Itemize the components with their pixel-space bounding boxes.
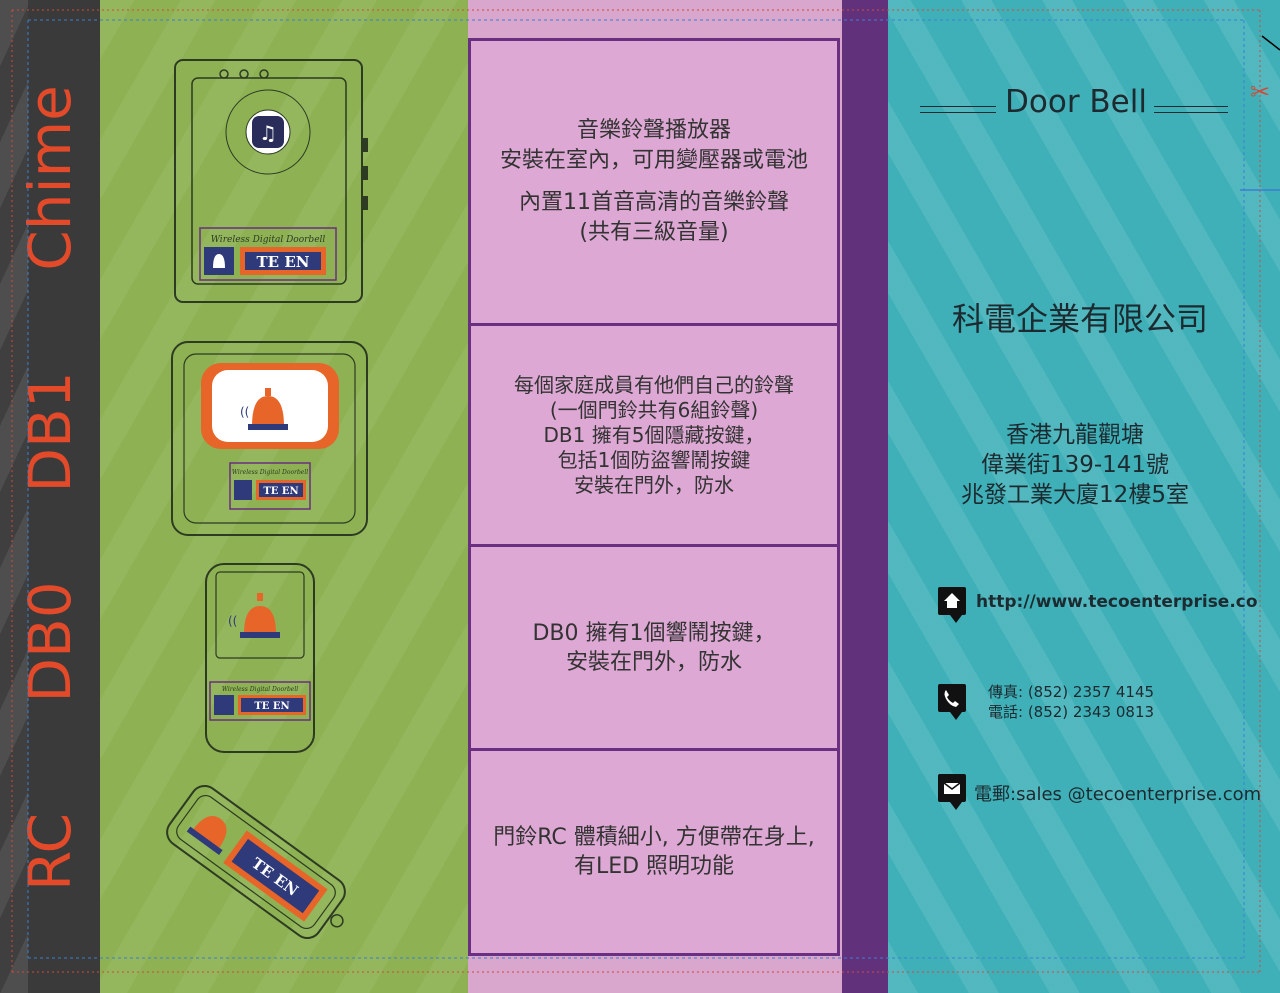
mail-icon [938, 774, 966, 810]
label-chime: Chime [16, 85, 84, 271]
address-line2: 偉業街139-141號 [980, 452, 1170, 478]
title-rule-right [1154, 106, 1228, 113]
title-rule-left [920, 106, 996, 113]
address-line1: 香港九龍觀塘 [1006, 422, 1144, 448]
svg-text:♫: ♫ [259, 121, 277, 145]
db0-description-box: DB0 擁有1個響鬧按鍵， 安裝在門外，防水 [468, 544, 840, 751]
chime-desc-line1: 音樂鈴聲播放器 [576, 118, 731, 143]
svg-text:TE EN: TE EN [263, 486, 298, 497]
website-link[interactable]: http://www.tecoenterprise.co [976, 592, 1258, 612]
svg-text:Wireless Digital Doorbell: Wireless Digital Doorbell [222, 686, 298, 693]
rc-desc-line2: 有LED 照明功能 [573, 854, 735, 879]
rc-device-illustration: TE EN [166, 784, 346, 940]
db1-desc-line3: DB1 擁有5個隱藏按鍵， [543, 422, 765, 447]
chime-description-box: 音樂鈴聲播放器 安裝在室內，可用變壓器或電池 內置11首音高清的音樂鈴聲 (共有… [468, 38, 840, 326]
phone-number: 電話: (852) 2343 0813 [988, 703, 1155, 721]
db1-desc-line4: 包括1個防盜響鬧按鍵 [557, 447, 751, 472]
address-line3: 兆發工業大廈12樓5室 [961, 482, 1189, 508]
email-address[interactable]: 電郵:sales @tecoenterprise.com [974, 784, 1262, 805]
home-icon [938, 587, 966, 623]
db1-desc-line1: 每個家庭成員有他們自己的鈴聲 [514, 372, 794, 397]
svg-text:Wireless Digital Doorbell: Wireless Digital Doorbell [211, 235, 326, 245]
db0-desc-line1: DB0 擁有1個響鬧按鍵， [532, 620, 776, 646]
chime-desc-line3: 內置11首音高清的音樂鈴聲 [519, 190, 789, 215]
svg-text:((: (( [228, 614, 237, 628]
rc-description-box: 門鈴RC 體積細小, 方便帶在身上, 有LED 照明功能 [468, 748, 840, 956]
fax-phone-block: 傳真: (852) 2357 4145 電話: (852) 2343 0813 [988, 682, 1154, 722]
label-db1: DB1 [16, 371, 84, 493]
svg-text:Wireless Digital Doorbell: Wireless Digital Doorbell [232, 469, 308, 476]
purple-divider [842, 0, 888, 993]
company-name: 科電企業有限公司 [951, 300, 1208, 338]
db1-desc-line2: (一個門鈴共有6組鈴聲) [549, 397, 759, 422]
chime-desc-line4: (共有三級音量) [579, 220, 729, 245]
address-block: 香港九龍觀塘 偉業街139-141號 兆發工業大廈12樓5室 [940, 420, 1210, 510]
chime-desc-line2: 安裝在室內，可用變壓器或電池 [499, 148, 808, 173]
contact-panel [888, 0, 1280, 993]
db0-desc-line2: 安裝在門外，防水 [565, 649, 742, 675]
product-drawings: ♫ Wireless Digital Doorbell TE EN (( Wir… [166, 59, 368, 940]
chime-device-illustration: ♫ Wireless Digital Doorbell TE EN [174, 59, 368, 303]
label-rc: RC [16, 813, 84, 891]
db1-device-illustration: (( Wireless Digital Doorbell TE EN [171, 341, 368, 536]
svg-text:TE EN: TE EN [257, 253, 310, 271]
svg-text:TE EN: TE EN [254, 701, 289, 712]
db1-description-box: 每個家庭成員有他們自己的鈴聲 (一個門鈴共有6組鈴聲) DB1 擁有5個隱藏按鍵… [468, 323, 840, 547]
svg-text:((: (( [240, 405, 249, 419]
db1-desc-line5: 安裝在門外，防水 [574, 472, 734, 497]
fax-number: 傳真: (852) 2357 4145 [988, 683, 1155, 701]
side-label-strip: Chime DB1 DB0 RC [0, 0, 100, 993]
db0-device-illustration: (( Wireless Digital Doorbell TE EN [205, 563, 315, 753]
doorbell-title: Door Bell [1005, 84, 1147, 120]
rc-desc-line1: 門鈴RC 體積細小, 方便帶在身上, [493, 825, 815, 850]
label-db0: DB0 [16, 581, 84, 703]
phone-icon [938, 684, 966, 720]
